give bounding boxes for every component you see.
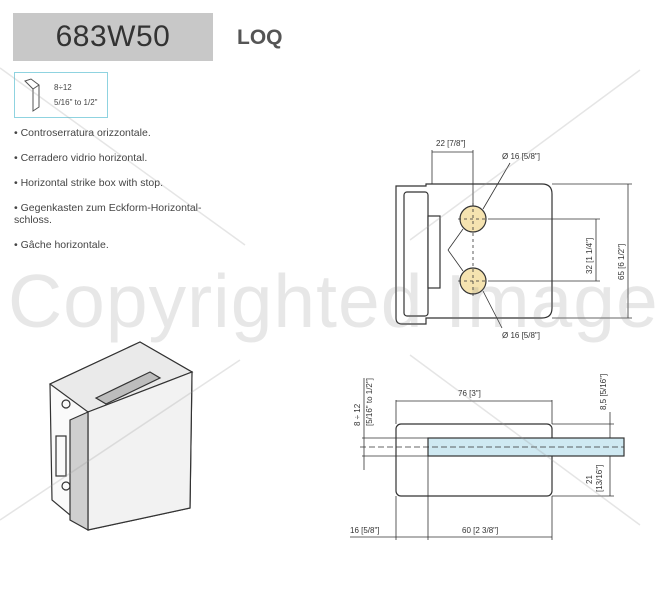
dim-left-offset: 16 [5/8"] <box>350 526 380 535</box>
dim-length: 76 [3"] <box>458 389 481 398</box>
front-view-clamp <box>403 191 429 317</box>
dim-glass-inch: [5/16" to 1/2"] <box>365 378 374 426</box>
dim-hole-top: Ø 16 [5/8"] <box>502 152 540 161</box>
description-es: • Cerradero vidrio horizontal. <box>14 152 148 164</box>
description-it: • Controserratura orizzontale. <box>14 127 151 139</box>
side-view-body <box>395 423 553 497</box>
glass-range: 8÷12 <box>54 83 72 92</box>
dim-side-depth: 21 <box>585 475 594 484</box>
front-view-slot <box>427 215 441 289</box>
description-en: • Horizontal strike box with stop. <box>14 177 163 189</box>
description-fr: • Gâche horizontale. <box>14 239 109 251</box>
front-view-body <box>395 183 553 325</box>
description-de: • Gegenkasten zum Eckform-Horizontal- sc… <box>14 202 202 226</box>
product-code-box: 683W50 <box>13 13 213 61</box>
glass-thickness-box: 8÷12 5/16" to 1/2" <box>14 72 108 118</box>
dim-bottom-width: 60 [2 3/8"] <box>462 526 498 535</box>
dim-top-width: 22 [7/8"] <box>436 139 466 148</box>
dim-hole-spacing: 32 [1 1/4"] <box>585 238 594 274</box>
product-code: 683W50 <box>55 20 171 53</box>
dim-glass: 8 ÷ 12 <box>353 403 362 426</box>
dim-top-offset: 8,5 [5/16"] <box>599 374 608 410</box>
product-isometric-view <box>48 341 194 532</box>
dim-hole-bottom: Ø 16 [5/8"] <box>502 331 540 340</box>
description-list: • Controserratura orizzontale. • Cerrade… <box>14 127 274 264</box>
dim-height: 65 [6 1/2"] <box>617 244 626 280</box>
dim-side-depth-inch: [13/16"] <box>595 465 604 492</box>
glass-panel-icon <box>24 78 40 112</box>
glass-range-inch: 5/16" to 1/2" <box>54 98 98 107</box>
brand-name: LOQ <box>237 26 283 49</box>
